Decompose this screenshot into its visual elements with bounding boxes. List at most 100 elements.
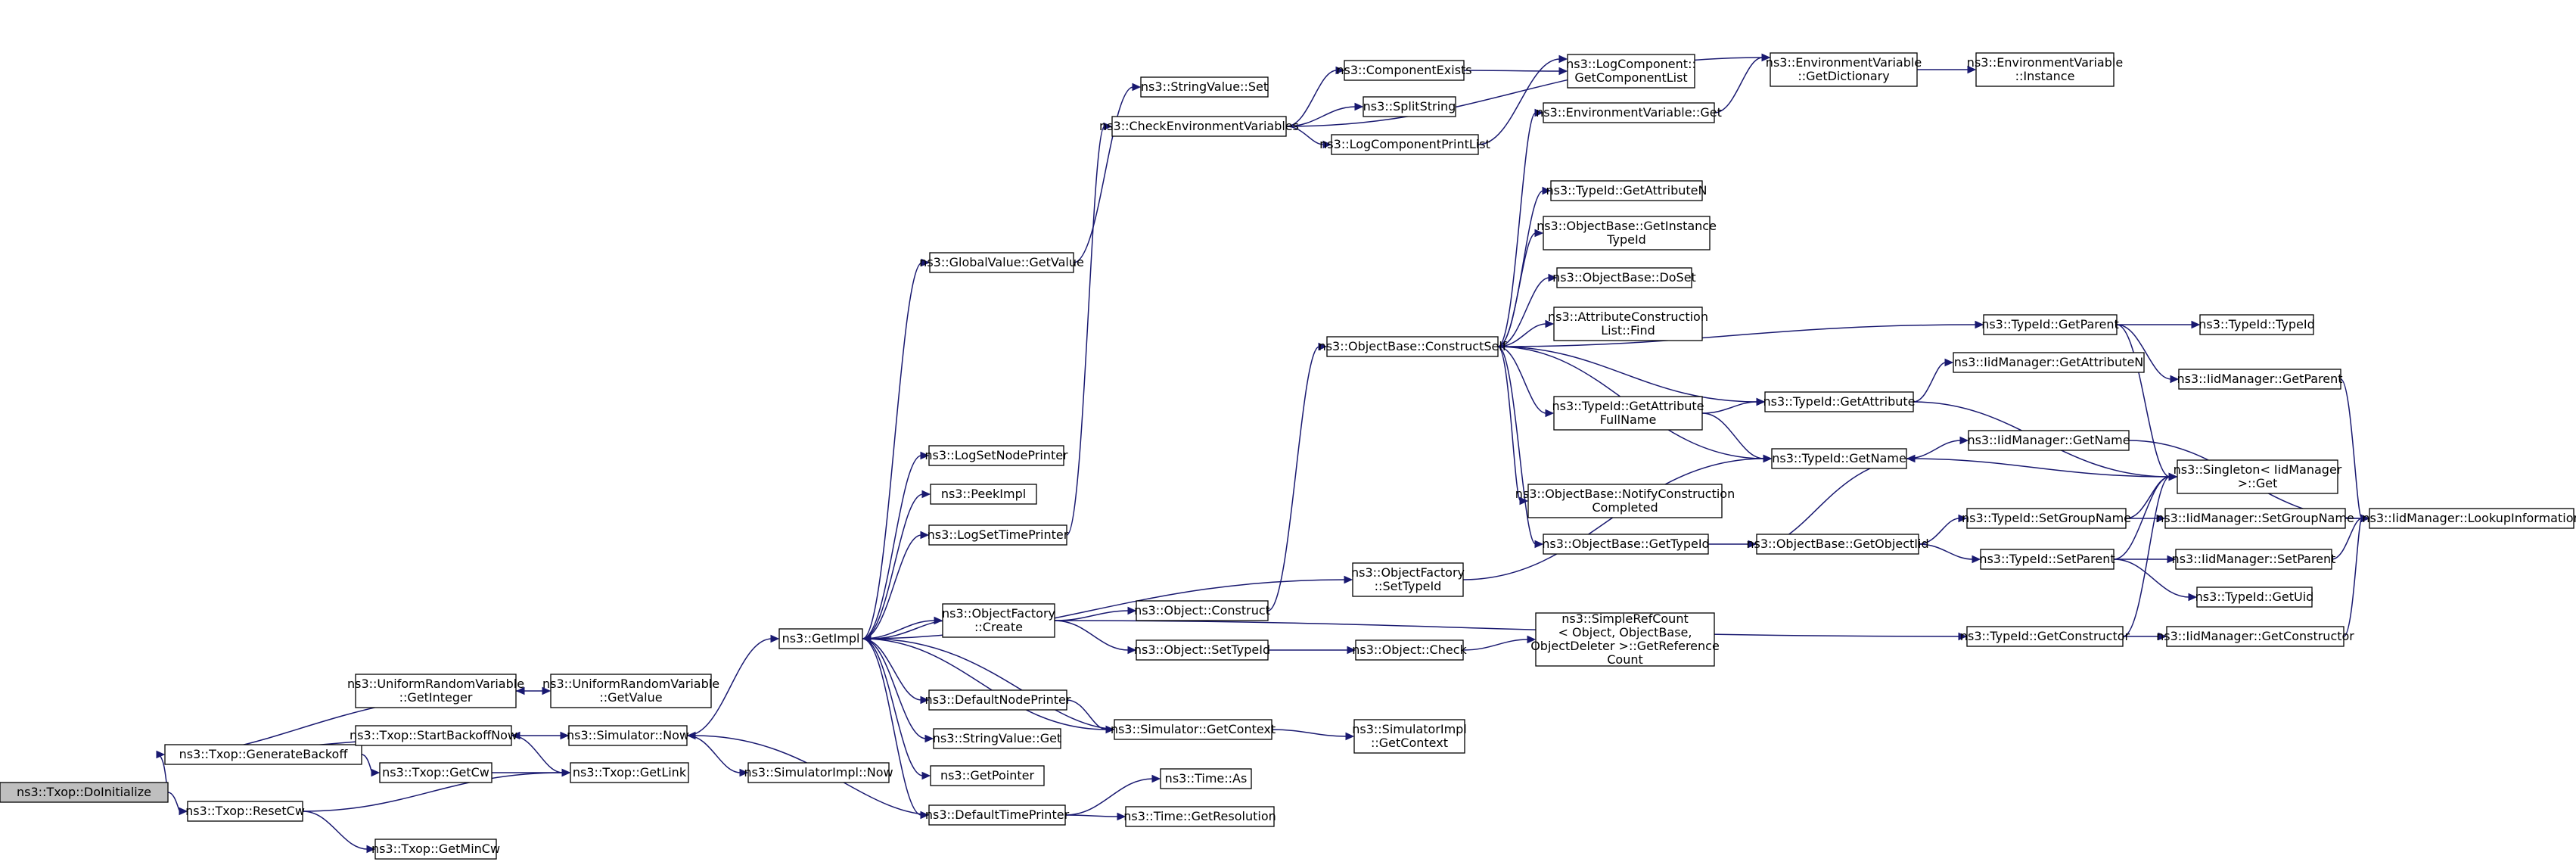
node-singleton[interactable]: ns3::Singleton< IidManager>::Get: [2174, 459, 2342, 494]
node-envinstance[interactable]: ns3::EnvironmentVariable::Instance: [1967, 52, 2123, 87]
node-svget[interactable]: ns3::StringValue::Get: [933, 728, 1061, 749]
node-label: ns3::DefaultTimePrinter: [925, 807, 1070, 822]
node-timegetres[interactable]: ns3::Time::GetResolution: [1123, 806, 1276, 827]
node-label: GetComponentList: [1574, 70, 1687, 85]
node-logcompget[interactable]: ns3::LogComponent::GetComponentList: [1566, 54, 1696, 89]
edge-arrowhead: [921, 490, 931, 499]
node-objconstruct[interactable]: ns3::Object::Construct: [1134, 600, 1270, 621]
node-lognodeprinter[interactable]: ns3::LogSetNodePrinter: [924, 445, 1068, 466]
node-label: ns3::IidManager::GetName: [1967, 433, 2130, 447]
node-obconstructself[interactable]: ns3::ObjectBase::ConstructSelf: [1319, 336, 1507, 357]
edge-arrowhead: [1103, 122, 1113, 131]
node-box: [2369, 508, 2574, 529]
node-iidgetconstructor[interactable]: ns3::IidManager::GetConstructor: [2156, 626, 2354, 647]
edge: [2343, 514, 2370, 637]
edge-line: [862, 534, 922, 639]
edge-arrowhead: [366, 845, 376, 854]
node-getpointer[interactable]: ns3::GetPointer: [930, 765, 1045, 786]
node-obgettypeid[interactable]: ns3::ObjectBase::GetTypeId: [1542, 534, 1710, 555]
node-logcompprint[interactable]: ns3::LogComponentPrintList: [1319, 134, 1490, 155]
node-iidgetparent[interactable]: ns3::IidManager::GetParent: [2177, 369, 2343, 390]
node-box: [1756, 534, 1919, 555]
node-simplerefcount[interactable]: ns3::SimpleRefCount< Object, ObjectBase,…: [1530, 611, 1720, 667]
edge-arrowhead: [739, 768, 749, 777]
node-checkenv[interactable]: ns3::CheckEnvironmentVariables: [1099, 116, 1299, 137]
node-tgetconstructor[interactable]: ns3::TypeId::GetConstructor: [1960, 626, 2130, 647]
node-label: ns3::GetPointer: [940, 768, 1035, 783]
node-box: [379, 762, 493, 783]
edge-arrowhead: [1151, 774, 1161, 783]
node-doinit[interactable]: ns3::Txop::DoInitialize: [0, 782, 169, 803]
node-deftimeprinter[interactable]: ns3::DefaultTimePrinter: [925, 804, 1070, 826]
node-simimplnow[interactable]: ns3::SimulatorImpl::Now: [744, 762, 893, 783]
node-iidgetname[interactable]: ns3::IidManager::GetName: [1967, 430, 2130, 451]
node-box: [1111, 116, 1287, 137]
edge: [2114, 555, 2177, 564]
node-label: ns3::StringValue::Set: [1141, 79, 1268, 94]
node-timeas[interactable]: ns3::Time::As: [1160, 768, 1252, 789]
edge-arrowhead: [1545, 319, 1555, 328]
edge-arrowhead: [1756, 397, 1766, 406]
node-tgetattr[interactable]: ns3::TypeId::GetAttribute: [1763, 391, 1916, 412]
node-ofsettypeid[interactable]: ns3::ObjectFactory::SetTypeId: [1351, 562, 1465, 597]
node-obnotify[interactable]: ns3::ObjectBase::NotifyConstructionCompl…: [1515, 484, 1735, 518]
node-box: [928, 524, 1067, 546]
edge-arrowhead: [1127, 606, 1137, 615]
node-getlink[interactable]: ns3::Txop::GetLink: [570, 762, 689, 783]
node-startbackoff[interactable]: ns3::Txop::StartBackoffNow: [350, 725, 517, 746]
node-simimplgetctx[interactable]: ns3::SimulatorImpl::GetContext: [1352, 719, 1467, 754]
edge: [1497, 108, 1544, 347]
node-envget[interactable]: ns3::EnvironmentVariable::Get: [1536, 102, 1722, 123]
node-simgetctx[interactable]: ns3::Simulator::GetContext: [1111, 719, 1276, 740]
node-ttypeid[interactable]: ns3::TypeId::TypeId: [2198, 314, 2315, 335]
edge: [2122, 632, 2167, 641]
edge: [1707, 540, 1757, 549]
edge-line: [1701, 401, 1758, 414]
node-iidlookup[interactable]: ns3::IidManager::LookupInformation: [2362, 508, 2576, 529]
node-tsetgroupname[interactable]: ns3::TypeId::SetGroupName: [1962, 508, 2131, 529]
edge-arrowhead: [2167, 555, 2177, 564]
node-splitstring[interactable]: ns3::SplitString: [1363, 96, 1456, 117]
node-logtimeprinter[interactable]: ns3::LogSetTimePrinter: [928, 524, 1069, 546]
node-tgetuid[interactable]: ns3::TypeId::GetUid: [2195, 587, 2314, 608]
node-gvgetvalue[interactable]: ns3::GlobalValue::GetValue: [919, 252, 1084, 273]
node-tgetparent[interactable]: ns3::TypeId::GetParent: [1981, 314, 2119, 335]
edge-arrowhead: [1132, 82, 1142, 92]
node-simnow[interactable]: ns3::Simulator::Now: [567, 725, 689, 746]
node-resetcw[interactable]: ns3::Txop::ResetCw: [185, 801, 305, 822]
node-defnodeprinter[interactable]: ns3::DefaultNodePrinter: [925, 689, 1071, 711]
node-urv-getval[interactable]: ns3::UniformRandomVariable::GetValue: [542, 674, 719, 708]
node-box: [355, 674, 517, 708]
edge: [302, 811, 376, 854]
node-box: [1953, 352, 2145, 373]
node-getimpl[interactable]: ns3::GetImpl: [778, 628, 863, 649]
node-objsettypeid[interactable]: ns3::Object::SetTypeId: [1134, 639, 1270, 661]
node-tgetattrn[interactable]: ns3::TypeId::GetAttributeN: [1546, 180, 1707, 201]
node-iidsetgroupname[interactable]: ns3::IidManager::SetGroupName: [2156, 508, 2354, 529]
node-objcheck[interactable]: ns3::Object::Check: [1352, 639, 1468, 661]
node-obgetobjtid[interactable]: ns3::ObjectBase::GetObjectIid: [1746, 534, 1929, 555]
node-box: [1550, 180, 1703, 201]
node-box: [2199, 314, 2314, 335]
node-getcw[interactable]: ns3::Txop::GetCw: [379, 762, 493, 783]
node-iidsetparent[interactable]: ns3::IidManager::SetParent: [2172, 549, 2336, 570]
node-envgetdict[interactable]: ns3::EnvironmentVariable::GetDictionary: [1766, 52, 1922, 87]
node-svset[interactable]: ns3::StringValue::Set: [1140, 76, 1269, 98]
edge-arrowhead: [1318, 342, 1328, 351]
node-tsetparent[interactable]: ns3::TypeId::SetParent: [1979, 549, 2115, 570]
node-compexists[interactable]: ns3::ComponentExists: [1336, 60, 1472, 81]
node-iidgetattrn[interactable]: ns3::IidManager::GetAttributeN: [1953, 352, 2145, 373]
node-peekimpl[interactable]: ns3::PeekImpl: [930, 484, 1037, 505]
edge-arrowhead: [1354, 102, 1364, 111]
node-tgetname[interactable]: ns3::TypeId::GetName: [1771, 448, 1907, 469]
node-urv-getint[interactable]: ns3::UniformRandomVariable::GetInteger: [347, 674, 524, 708]
node-getmincw[interactable]: ns3::Txop::GetMinCw: [371, 839, 500, 860]
edge-line: [869, 638, 1121, 730]
node-genbackoff[interactable]: ns3::Txop::GenerateBackoff: [164, 744, 362, 765]
edge-line: [862, 579, 1346, 639]
node-obdoset[interactable]: ns3::ObjectBase::DoSet: [1552, 267, 1696, 288]
node-ofcreate[interactable]: ns3::ObjectFactory::Create: [942, 603, 1055, 638]
